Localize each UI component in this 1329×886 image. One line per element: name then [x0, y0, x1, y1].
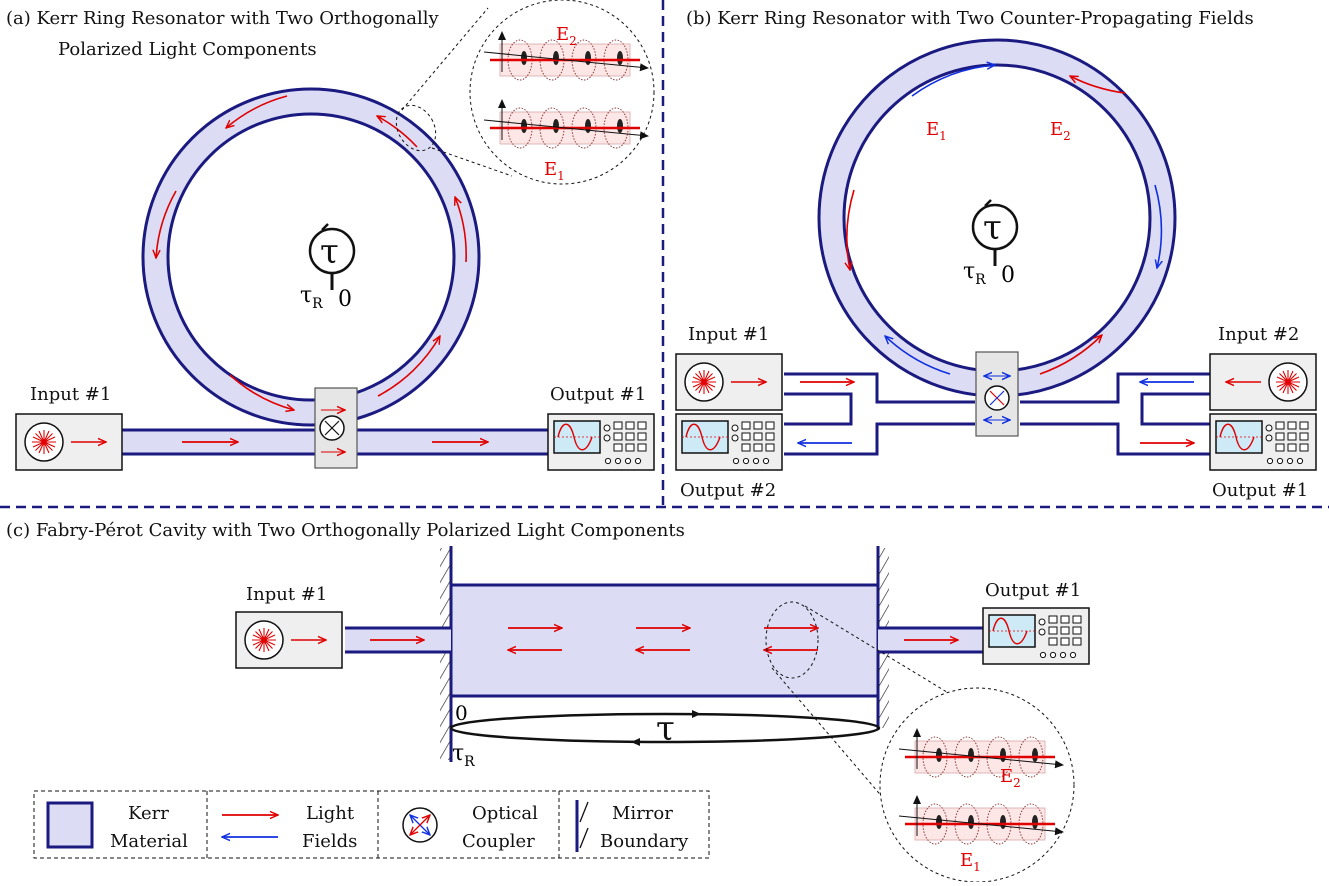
oscilloscope-c	[982, 607, 1090, 665]
zero-label-a: 0	[338, 287, 352, 312]
round-trip-loop	[449, 712, 881, 744]
oscilloscope-b2	[675, 413, 783, 471]
zoom-region-a	[395, 104, 437, 152]
oscilloscope-b1	[1209, 413, 1317, 471]
legend-light-label-1: Light	[306, 803, 355, 824]
laser-source-c	[236, 612, 342, 668]
oscilloscope-a	[547, 413, 655, 471]
e1-label-a: E1	[544, 159, 565, 183]
input-label-a: Input #1	[30, 384, 111, 405]
e1-label-b: E1	[926, 119, 947, 143]
kerr-swatch	[46, 801, 94, 849]
panel-c-title: (c) Fabry-Pérot Cavity with Two Orthogon…	[6, 520, 685, 541]
panel-b-title: (b) Kerr Ring Resonator with Two Counter…	[686, 8, 1254, 29]
tau-label-c: τ	[656, 709, 675, 749]
fabry-perot-cavity	[449, 583, 880, 698]
legend-light-label-2: Fields	[302, 831, 357, 852]
legend: Kerr Material Light Fields Optical Coupl…	[33, 790, 710, 859]
panel-a-title: (a) Kerr Ring Resonator with Two Orthogo…	[6, 8, 439, 29]
tau-r-label-c: τR	[452, 741, 475, 770]
panel-a: (a) Kerr Ring Resonator with Two Orthogo…	[6, 0, 655, 471]
laser-source-a	[16, 414, 122, 470]
tau-label-b: τ	[983, 208, 1002, 248]
tau-r-label-b: τR	[963, 259, 986, 288]
e2-label-c: E2	[1000, 766, 1021, 790]
legend-coupler-label-2: Coupler	[462, 831, 535, 852]
ring-field-arrows-a	[156, 95, 467, 410]
zoom-inset-c	[879, 687, 1075, 883]
panel-a-title-line2: Polarized Light Components	[58, 39, 317, 60]
tau-label-a: τ	[320, 232, 339, 272]
output2-label-b: Output #2	[680, 480, 776, 501]
zoom-region-c	[765, 601, 819, 679]
input2-label-b: Input #2	[1218, 324, 1299, 345]
legend-mirror-label-2: Boundary	[600, 831, 689, 852]
legend-optical-coupler: Optical Coupler	[402, 803, 538, 852]
zero-label-c: 0	[455, 701, 468, 725]
laser-source-b1	[676, 354, 782, 410]
output-label-a: Output #1	[550, 384, 646, 405]
coupler-icon	[319, 415, 345, 441]
e2-label-b: E2	[1050, 119, 1071, 143]
ring-field-arrows-b	[847, 65, 1161, 375]
laser-source-b2	[1210, 354, 1316, 410]
output1-label-b: Output #1	[1212, 480, 1308, 501]
legend-mirror-boundary: Mirror Boundary	[575, 800, 689, 852]
zero-label-b: 0	[1001, 263, 1015, 288]
input1-label-b: Input #1	[688, 324, 769, 345]
legend-kerr-label-2: Material	[110, 831, 188, 852]
legend-box	[33, 790, 710, 859]
legend-light-fields: Light Fields	[222, 803, 357, 852]
panel-b: (b) Kerr Ring Resonator with Two Counter…	[676, 8, 1316, 501]
legend-coupler-label-1: Optical	[472, 803, 538, 824]
bus-waveguides-b	[784, 372, 1210, 456]
legend-kerr-material: Kerr Material	[46, 801, 188, 852]
legend-kerr-label-1: Kerr	[128, 803, 169, 824]
e1-label-c: E1	[960, 850, 981, 874]
input-label-c: Input #1	[246, 584, 327, 605]
cavity-field-arrows	[508, 628, 818, 650]
legend-mirror-label-1: Mirror	[612, 803, 673, 824]
e2-label-a: E2	[556, 24, 577, 48]
output-label-c: Output #1	[985, 580, 1081, 601]
panel-c: (c) Fabry-Pérot Cavity with Two Orthogon…	[6, 520, 1090, 883]
tau-r-label-a: τR	[300, 283, 323, 312]
